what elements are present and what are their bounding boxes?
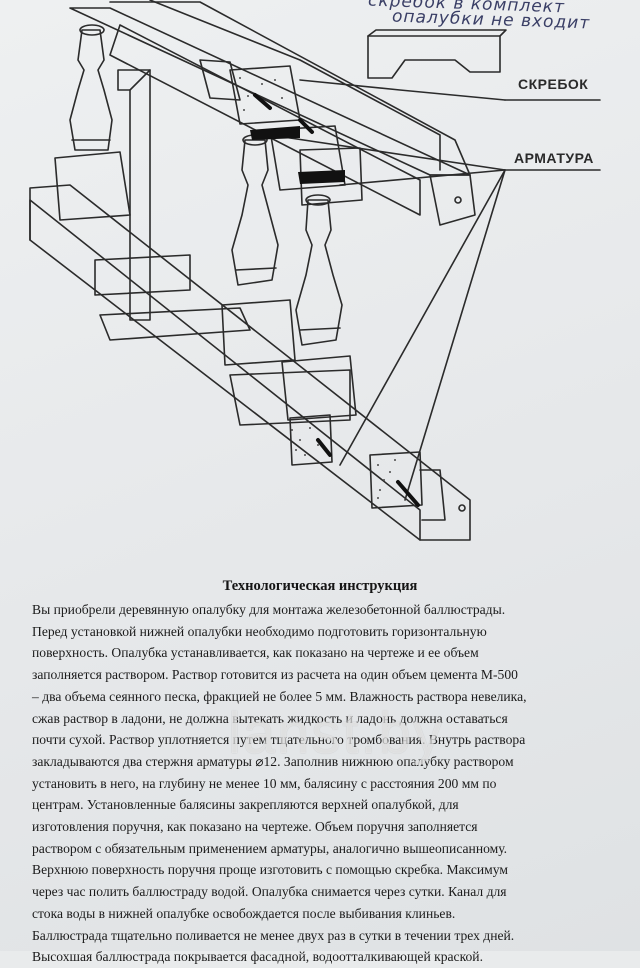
- base-block-3: [281, 355, 357, 421]
- instruction-line: раствором с обязательным применением арм…: [32, 840, 508, 856]
- instruction-line: центрам. Установленные балясины закрепля…: [32, 797, 459, 813]
- base-block-1: [54, 151, 131, 221]
- watermark: lanst.by: [228, 701, 444, 766]
- scraper-leader: [299, 79, 506, 101]
- instruction-line: Высохшая баллюстрада покрывается фасадно…: [32, 949, 483, 965]
- instruction-line: установить в него, на глубину не менее 1…: [32, 775, 497, 791]
- instruction-line: Баллюстрада тщательно поливается не мене…: [32, 927, 515, 943]
- top-rail-board-2: [109, 1, 471, 176]
- top-rail-profile: [149, 0, 441, 171]
- instruction-line: заполняется раствором. Раствор готовится…: [32, 667, 518, 683]
- baluster-3: [295, 194, 343, 346]
- instruction-title: Технологическая инструкция: [222, 578, 418, 594]
- end-block-1: [289, 414, 333, 466]
- rebar-1: [253, 93, 272, 110]
- instruction-line: Вы приобрели деревянную опалубку для мон…: [32, 602, 506, 617]
- rail-block-3: [299, 147, 363, 206]
- rail-block-2: [269, 125, 346, 191]
- instruction-line: сжав раствор в ладони, не должна вытекат…: [32, 710, 508, 726]
- rebar-4: [396, 480, 420, 507]
- callout-scraper: СКРЕБОК: [518, 76, 589, 92]
- instruction-line: Верхнюю поверхность поручня проще изгото…: [32, 862, 508, 878]
- rebar-leader-1: [339, 169, 506, 186]
- baluster-1: [69, 24, 113, 151]
- rebar-2: [298, 118, 314, 134]
- rebar-3: [316, 438, 332, 457]
- rail-block-1: [229, 65, 301, 125]
- rebar-leader-2: [404, 169, 506, 501]
- base-block-2: [221, 299, 296, 366]
- rebar-leader-4: [269, 134, 506, 171]
- scraper-shape: [367, 35, 501, 79]
- instruction-line: стока воды в нижней опалубке освобождает…: [32, 905, 456, 921]
- instruction-line: поверхность. Опалубка устанавливается, к…: [32, 645, 479, 661]
- balustrade-formwork-drawing: [29, 0, 601, 541]
- baluster-2: [231, 134, 279, 286]
- rebar-leader-3: [339, 169, 506, 466]
- end-block-2: [369, 451, 423, 509]
- instruction-line: изготовления поручня, как показано на че…: [32, 819, 478, 835]
- instruction-line: почти сухой. Раствор уплотняется путем т…: [32, 732, 526, 748]
- instruction-line: Перед установкой нижней опалубки необход…: [32, 623, 487, 639]
- instruction-line: – два объема сеянного песка, фракцией не…: [32, 688, 527, 704]
- instruction-body: Вы приобрели деревянную опалубку для мон…: [32, 599, 636, 968]
- instruction-line: через час полить баллюстраду водой. Опал…: [32, 884, 507, 900]
- instruction-line: закладываются два стержня арматуры ⌀12. …: [32, 753, 514, 769]
- callout-rebar: АРМАТУРА: [514, 150, 594, 166]
